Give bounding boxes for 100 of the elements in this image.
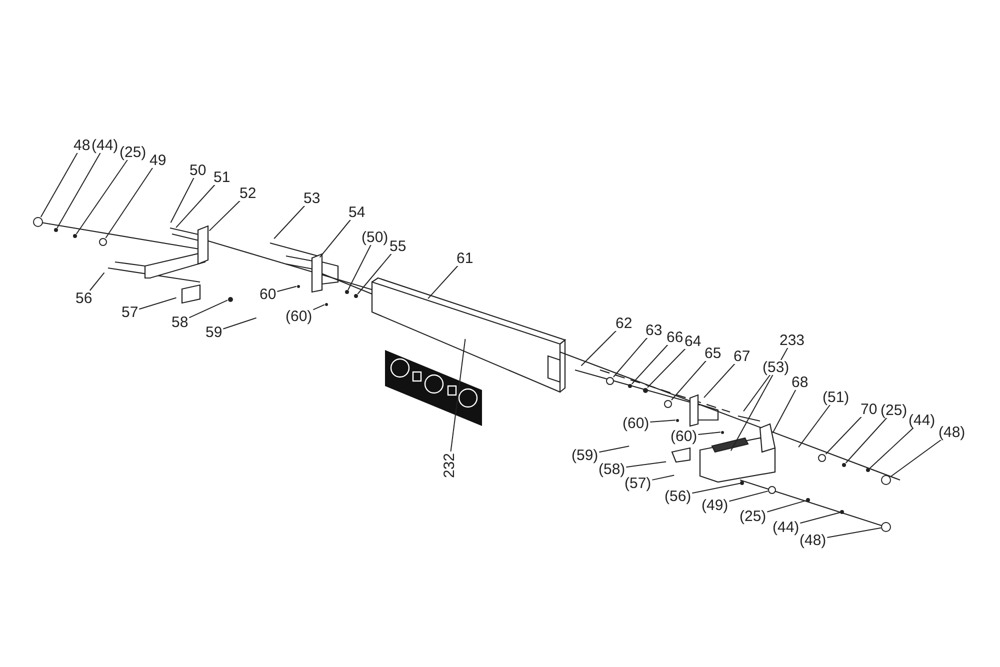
leader-line [348,244,372,290]
leader-line [170,177,194,224]
callout-number: (56) [664,488,692,504]
knob [818,454,826,462]
leader-line [825,416,862,454]
leader-line [76,159,128,234]
callout-number: 63 [644,322,664,338]
callout-number: 67 [732,348,752,364]
callout-number: 70 [860,402,878,416]
washer [345,290,349,294]
callout-number: (51) [822,390,850,404]
leader-line [312,304,325,310]
washer [354,294,358,298]
washer [676,418,678,422]
callout-number: (48) [798,532,828,548]
leader-line [274,205,306,240]
callout-number: (53) [762,360,790,374]
leader-line [652,474,675,480]
leader-line [650,420,676,422]
callout-number: 49 [148,152,168,168]
callout-number: 60 [258,286,278,302]
callout-number: (59) [570,448,600,462]
leader-line [826,527,882,538]
leader-line [890,439,942,477]
leader-line [138,297,177,310]
washer [806,498,810,502]
leader-line [319,219,352,258]
washer [296,284,300,288]
knob [664,400,672,408]
washer [720,430,724,434]
callout-number: 57 [120,304,140,320]
leader-line [772,389,796,434]
washer [54,228,58,232]
leader-line [598,446,630,453]
callout-number: 55 [388,238,408,254]
knob [881,522,891,532]
washer [73,234,77,238]
callout-number: (50) [360,230,390,244]
leader-line [626,461,667,468]
washer [642,388,648,392]
leader-line [671,360,707,400]
callout-number: (25) [880,402,908,418]
leader-line [580,330,617,366]
callout-number: 59 [204,324,224,340]
washer [866,468,870,472]
callout-number: 68 [790,374,810,390]
knob [33,217,43,227]
callout-number: 56 [74,290,94,306]
knob [881,475,891,485]
callout-number: 48 [72,138,92,152]
callout-number: 65 [704,346,722,360]
washer [324,302,328,306]
leader-line [208,200,241,232]
leader-line [728,490,768,502]
callout-number: (48) [938,424,966,440]
washer [740,481,744,485]
callout-number: 62 [614,316,634,330]
callout-number: 53 [302,190,322,206]
callout-number: (58) [598,462,626,476]
callout-number: 54 [348,204,366,220]
callout-number: 50 [188,162,208,178]
callout-number: 64 [684,334,702,348]
leader-line [450,338,466,452]
leader-line [612,337,648,378]
callout-number: (57) [624,476,652,490]
washer [842,463,846,467]
leader-line [743,374,771,412]
washer [628,384,632,388]
leader-line [646,348,686,388]
leader-line [357,253,392,294]
washer [840,510,844,514]
callout-number: (60) [622,416,650,430]
leader-line [698,432,721,435]
leader-line [870,427,914,469]
callout-number: (25) [118,144,148,160]
knob [99,238,107,246]
leader-line [222,317,257,330]
leader-line [56,152,102,228]
callout-number: (49) [700,498,730,512]
leader-line [798,404,831,448]
callout-number: (44) [908,412,936,428]
leader-line [692,482,740,494]
leader-line [89,272,105,291]
callout-number: 51 [212,170,232,184]
leader-line [704,363,736,398]
leader-line [428,265,459,300]
callout-number: (25) [738,508,768,524]
callout-number: 58 [170,314,190,330]
leader-line [800,512,840,524]
knob [768,486,776,494]
leader-line [176,184,216,228]
knob [606,377,614,385]
callout-number: 233 [778,332,806,348]
leader-line [845,417,888,464]
leader-line [188,300,228,318]
callout-number: 52 [238,186,258,200]
callout-number: (44) [772,520,800,534]
callout-number: (44) [90,138,120,152]
callout-number: (60) [284,308,314,324]
leader-line [631,344,668,384]
